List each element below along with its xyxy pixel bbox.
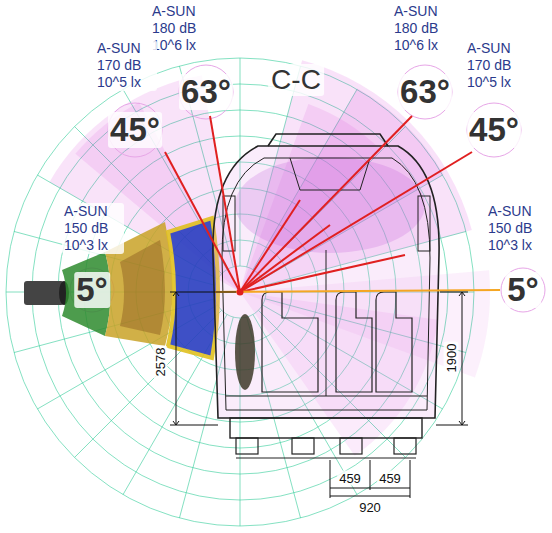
dimension-label: 2578 xyxy=(153,346,168,379)
angle-label: 63° xyxy=(179,74,233,110)
angle-label: 45° xyxy=(108,112,162,148)
sun-rating: A-SUN 180 dB 10^6 lx xyxy=(392,3,454,54)
seat xyxy=(376,292,412,392)
ray-line xyxy=(165,152,240,292)
wheel xyxy=(236,438,258,454)
sun-rating: A-SUN 150 dB 10^3 lx xyxy=(62,203,124,254)
light-fans xyxy=(49,60,490,456)
car-body xyxy=(213,146,439,418)
wheel xyxy=(292,438,314,454)
seat xyxy=(262,292,318,392)
label-ring xyxy=(501,268,545,312)
roof-cap xyxy=(268,134,388,146)
seat xyxy=(336,292,372,392)
ray-lines xyxy=(165,116,472,292)
label-ring xyxy=(467,103,521,157)
sun-rating: A-SUN 170 dB 10^5 lx xyxy=(95,40,157,91)
sun-rating: A-SUN 170 dB 10^5 lx xyxy=(465,40,527,91)
angle-label: 63° xyxy=(398,74,452,110)
dimension-label: 1900 xyxy=(444,342,459,375)
underframe xyxy=(230,418,422,438)
window xyxy=(418,196,430,251)
wheel xyxy=(394,438,416,454)
label-ring xyxy=(179,65,233,119)
angle-label: 5° xyxy=(505,272,541,308)
driver-figure xyxy=(235,314,255,390)
eye-point xyxy=(237,289,244,296)
polar-grid xyxy=(6,58,474,526)
dimension-label: 920 xyxy=(357,500,383,515)
label-ring xyxy=(398,65,452,119)
ray-line xyxy=(240,200,300,292)
dimension-label: 459 xyxy=(377,471,403,486)
ray-line xyxy=(240,255,405,292)
dimension-label: 459 xyxy=(337,471,363,486)
angle-label: 5° xyxy=(74,272,110,308)
wheel xyxy=(340,438,362,454)
label-ring xyxy=(70,268,114,312)
angle-label: 45° xyxy=(467,112,521,148)
grid-circle xyxy=(6,58,474,526)
cone-green xyxy=(62,252,111,336)
dimension-line xyxy=(436,292,468,425)
label-ring xyxy=(108,103,162,157)
sun-rating: A-SUN 150 dB 10^3 lx xyxy=(486,203,548,254)
dimension-line xyxy=(170,292,236,425)
dimension-line xyxy=(330,460,410,498)
sun-rating: A-SUN 180 dB 10^6 lx xyxy=(150,3,212,54)
roof-duct xyxy=(290,158,370,190)
section-label: C-C xyxy=(268,64,324,96)
rail-line xyxy=(236,458,416,459)
dimension-lines xyxy=(170,292,468,498)
cone-shade xyxy=(120,240,165,335)
train-section xyxy=(213,134,439,458)
ray-line xyxy=(240,152,472,292)
lamp-body xyxy=(24,281,64,305)
